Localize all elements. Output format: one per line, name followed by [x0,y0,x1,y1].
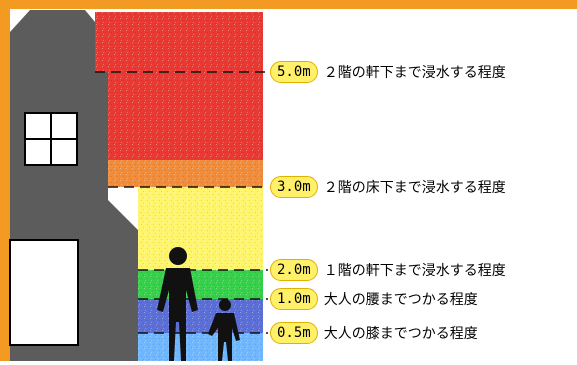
level-badge: 0.5m [270,322,318,344]
level-dashed-lines [95,71,268,334]
level-badge: 3.0m [270,176,318,198]
house-icon [9,10,138,361]
water-band-texture-2 [138,187,263,270]
water-depth-bands [95,12,263,361]
level-badge: 1.0m [270,288,318,310]
level-badge: 5.0m [270,61,318,83]
level-description: 大人の膝までつかる程度 [323,326,478,342]
water-band-texture-5 [138,333,263,361]
frame-top-border [0,0,577,9]
level-row: 5.0m ２階の軒下まで浸水する程度 [270,60,506,84]
level-row: 3.0m ２階の床下まで浸水する程度 [270,175,506,199]
level-description: ２階の軒下まで浸水する程度 [323,65,506,81]
child-silhouette-icon [208,299,240,361]
level-description: 大人の腰までつかる程度 [323,292,478,308]
water-band-texture-3 [138,270,263,299]
frame-left-border [0,0,10,361]
adult-silhouette-icon [157,247,198,361]
level-row: 1.0m 大人の腰までつかる程度 [270,287,478,311]
level-badge: 2.0m [270,259,318,281]
level-description: １階の軒下まで浸水する程度 [323,263,506,279]
level-description: ２階の床下まで浸水する程度 [323,180,506,196]
water-band-texture-0 [95,12,263,160]
level-row: 0.5m 大人の膝までつかる程度 [270,321,478,345]
level-row: 2.0m １階の軒下まで浸水する程度 [270,258,506,282]
water-band-texture-1 [108,160,263,187]
water-band-texture-4 [138,299,263,333]
